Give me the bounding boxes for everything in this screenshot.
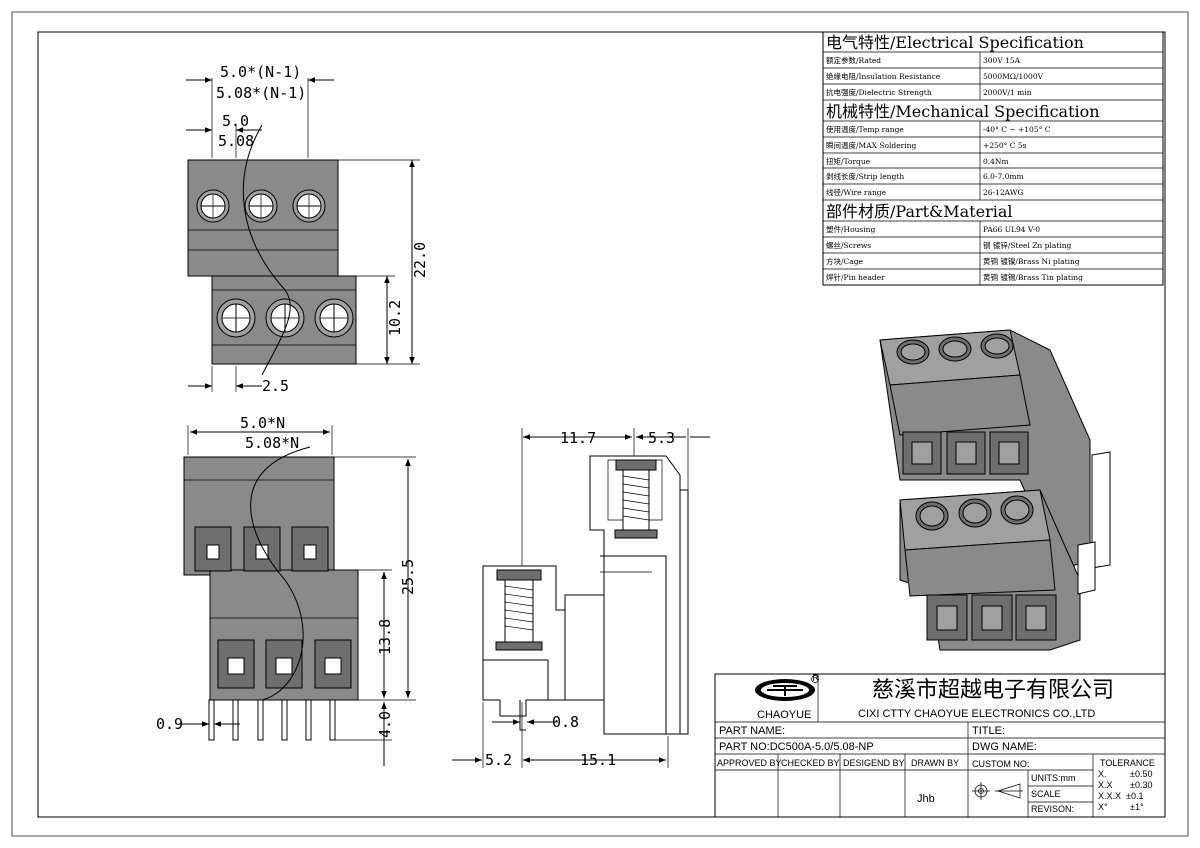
- spec-section-title: 部件材质/Part&Material: [826, 202, 1013, 221]
- approved-by-label: APPROVED BY: [717, 758, 782, 768]
- checked-by-label: CHECKED BY: [781, 758, 840, 768]
- spec-value: 钢 镀锌/Steel Zn plating: [983, 240, 1072, 250]
- dim-label: 13.8: [376, 619, 394, 655]
- side-view: 11.7 5.3 5.2 15.1 0.8: [452, 428, 710, 769]
- spec-value: 300V 15A: [983, 56, 1021, 65]
- screw-icon: [244, 189, 278, 223]
- dim-label: 5.3: [648, 429, 675, 447]
- company-logo: R: [755, 673, 820, 701]
- spec-value: -40° C ~ +105° C: [983, 125, 1051, 134]
- wire: [242, 124, 291, 376]
- spec-value: 2000V/1 min: [983, 88, 1032, 97]
- spec-label: 使用温度/Temp range: [826, 124, 904, 134]
- spec-value: 黄铜 镀镍/Brass Ni plating: [983, 256, 1080, 266]
- spec-label: 线径/Wire range: [826, 187, 887, 197]
- spec-value: 6.0-7.0mm: [983, 172, 1024, 181]
- dim-label: 5.0*N: [240, 414, 285, 432]
- inner-frame: [37, 31, 1166, 818]
- company-name-en: CIXI CTTY CHAOYUE ELECTRONICS CO.,LTD: [858, 708, 1095, 720]
- spec-value: 黄铜 镀锡/Brass Tin plating: [983, 272, 1083, 282]
- screw-icon: [196, 189, 230, 223]
- top-view: 5.0*(N-1) 5.08*(N-1) 5.0 5.08 22.0 10.2 …: [186, 63, 429, 395]
- dwg-name-label: DWG NAME:: [972, 741, 1037, 753]
- screw-icon: [292, 189, 326, 223]
- front-view: 5.0*N 5.08*N 25.5 13.8 4.0 0.9: [156, 414, 417, 766]
- dim-label: 5.2: [485, 751, 512, 769]
- projection-symbol-icon: [972, 782, 1023, 800]
- part-number: PART NO:DC500A-5.0/5.08-NP: [719, 741, 874, 753]
- drawn-by-value: Jhb: [917, 793, 935, 805]
- tolerance-key: X°: [1098, 802, 1108, 812]
- spec-label: 扭矩/Torque: [826, 156, 871, 166]
- scale-label: SCALE: [1031, 789, 1061, 799]
- spec-table: 电气特性/Electrical Specification 额定参数/Rated…: [822, 31, 1164, 286]
- part-name-label: PART NAME:: [719, 725, 785, 737]
- dim-label: 25.5: [399, 559, 417, 595]
- tolerance-value: ±0.50: [1130, 769, 1152, 779]
- dim-label: 5.08: [218, 132, 254, 150]
- spec-section-title: 机械特性/Mechanical Specification: [826, 102, 1100, 121]
- tolerance-key: X.X: [1098, 780, 1113, 790]
- dim-label: 5.0: [222, 112, 249, 130]
- spec-value: PA66 UL94 V-0: [983, 225, 1040, 234]
- spec-label: 塑件/Housing: [826, 224, 875, 234]
- tolerance-title: TOLERANCE: [1100, 758, 1155, 768]
- svg-text:R: R: [813, 673, 820, 683]
- tolerance-key: X.: [1098, 769, 1107, 779]
- spec-label: 瞬间温度/MAX Soldering: [826, 140, 916, 150]
- company-name-cn: 慈溪市超越电子有限公司: [872, 677, 1114, 702]
- revision-label: REVISON:: [1031, 804, 1074, 814]
- spec-label: 绝缘电阻/Insulation Resistance: [826, 71, 941, 81]
- tolerance-value: ±0.30: [1130, 780, 1152, 790]
- spec-label: 螺丝/Screws: [826, 240, 871, 250]
- isometric-view: [879, 329, 1111, 651]
- dim-label: 0.9: [156, 715, 183, 733]
- dim-label: 10.2: [386, 300, 404, 336]
- dim-label: 5.08*(N-1): [216, 84, 306, 102]
- screw-icon: [314, 298, 354, 338]
- dim-label: 15.1: [580, 751, 616, 769]
- spec-label: 剥线长度/Strip length: [826, 171, 904, 181]
- dim-label: 2.5: [262, 377, 289, 395]
- dim-label: 5.0*(N-1): [220, 63, 301, 81]
- drawn-by-label: DRAWN BY: [911, 758, 959, 768]
- spec-value: +250° C 5s: [983, 141, 1027, 150]
- dim-label: 11.7: [560, 429, 596, 447]
- spec-label: 焊针/Pin header: [826, 272, 885, 282]
- tolerance-value: ±1°: [1130, 802, 1144, 812]
- tolerance-key: X.X.X: [1098, 791, 1121, 801]
- spec-label: 额定参数/Rated: [826, 55, 881, 65]
- tolerance-value: ±0.1: [1126, 791, 1143, 801]
- spec-value: 5000MΩ/1000V: [983, 72, 1044, 81]
- spec-value: 0.4Nm: [983, 157, 1009, 166]
- wire: [250, 446, 311, 701]
- spec-value: 26-12AWG: [983, 188, 1023, 197]
- title-label: TITLE:: [972, 725, 1005, 737]
- designed-by-label: DESIGEND BY: [843, 758, 905, 768]
- units-label: UNITS:mm: [1031, 773, 1076, 783]
- title-block: R CHAOYUE 慈溪市超越电子有限公司 CIXI CTTY CHAOYUE …: [714, 673, 1166, 818]
- dim-label: 0.8: [552, 713, 579, 731]
- custom-no-label: CUSTOM NO:: [972, 759, 1029, 769]
- spec-section-title: 电气特性/Electrical Specification: [826, 33, 1084, 52]
- screw-icon: [265, 298, 305, 338]
- outer-frame: [11, 11, 1189, 837]
- dim-label: 4.0: [376, 711, 394, 738]
- spec-label: 抗电强度/Dielectric Strength: [826, 87, 932, 97]
- spec-label: 方块/Cage: [826, 256, 864, 266]
- dim-label: 5.08*N: [245, 434, 299, 452]
- logo-text: CHAOYUE: [757, 709, 811, 721]
- screw-icon: [216, 298, 256, 338]
- dim-label: 22.0: [411, 242, 429, 278]
